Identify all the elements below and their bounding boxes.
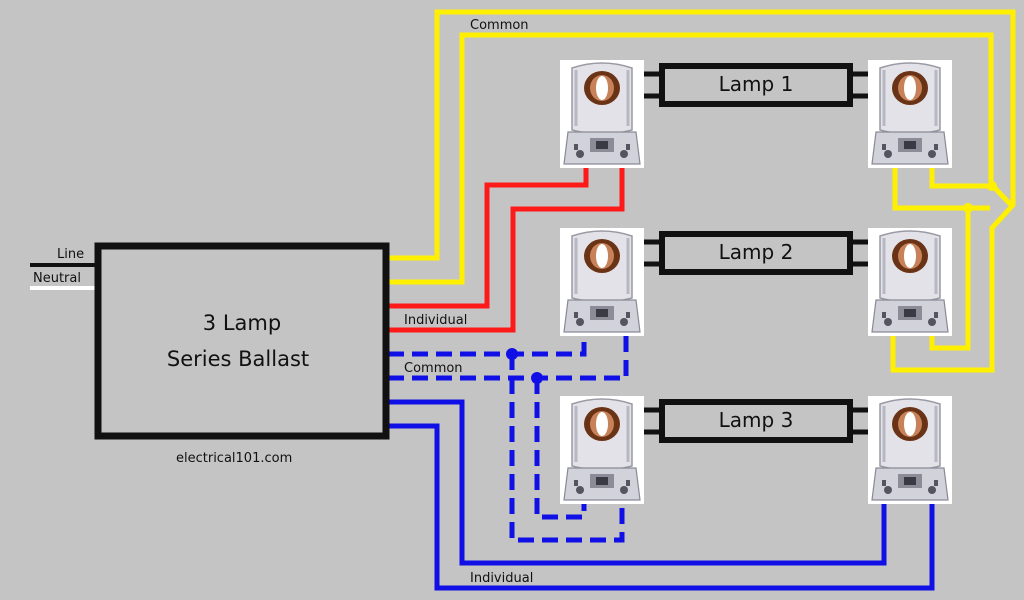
neutral-label: Neutral bbox=[33, 271, 81, 286]
yellow-jumper-lamp1b bbox=[929, 166, 993, 189]
lamp-2-left-socket-icon bbox=[558, 226, 646, 338]
lamp-2-right-socket-icon bbox=[866, 226, 954, 338]
blue-common-wire-b bbox=[388, 334, 629, 381]
blue-common-wire-c bbox=[509, 354, 625, 543]
blue-individual-label: Individual bbox=[470, 571, 533, 586]
lamp-2-tube bbox=[659, 231, 853, 275]
red-individual-wire-a bbox=[388, 166, 589, 309]
ballast-box bbox=[94, 242, 390, 440]
lamp-1-left-socket-icon bbox=[558, 58, 646, 170]
blue-common-wire-d bbox=[534, 378, 587, 520]
blue-common-label: Common bbox=[404, 361, 463, 376]
yellow-common-label: Common bbox=[470, 18, 529, 33]
lamp-1-label: Lamp 1 bbox=[719, 72, 794, 96]
lamp-3-tube bbox=[659, 399, 853, 443]
line-label: Line bbox=[57, 247, 84, 262]
yellow-junction-dot-1 bbox=[987, 181, 997, 191]
blue-common-wire-a bbox=[388, 334, 587, 357]
blue-individual-wire-b bbox=[388, 423, 935, 591]
lamp-1-tube bbox=[659, 63, 853, 107]
blue-junction-dot-1 bbox=[506, 348, 518, 360]
lamp-3-label: Lamp 3 bbox=[719, 408, 794, 432]
lamp-3-right-socket-icon bbox=[866, 394, 954, 506]
lamp-1-assembly: Lamp 1 bbox=[558, 58, 954, 170]
blue-individual-wire-a bbox=[388, 399, 887, 566]
lamp-3-left-socket-icon bbox=[558, 394, 646, 506]
lamp-2-assembly: Lamp 2 bbox=[558, 226, 954, 338]
credit-text: electrical101.com bbox=[176, 451, 292, 466]
yellow-jumper-lamp1 bbox=[892, 166, 990, 211]
red-individual-wire-b bbox=[388, 166, 625, 333]
ballast-title-line1: 3 Lamp bbox=[203, 311, 281, 335]
red-individual-label: Individual bbox=[404, 313, 467, 328]
lamp-1-right-socket-icon bbox=[866, 58, 954, 170]
lamp-2-label: Lamp 2 bbox=[719, 240, 794, 264]
lamp-3-assembly: Lamp 3 bbox=[558, 394, 954, 506]
ballast-title-line2: Series Ballast bbox=[167, 347, 309, 371]
blue-junction-dot-2 bbox=[531, 372, 543, 384]
yellow-junction-dot-2 bbox=[963, 203, 973, 213]
